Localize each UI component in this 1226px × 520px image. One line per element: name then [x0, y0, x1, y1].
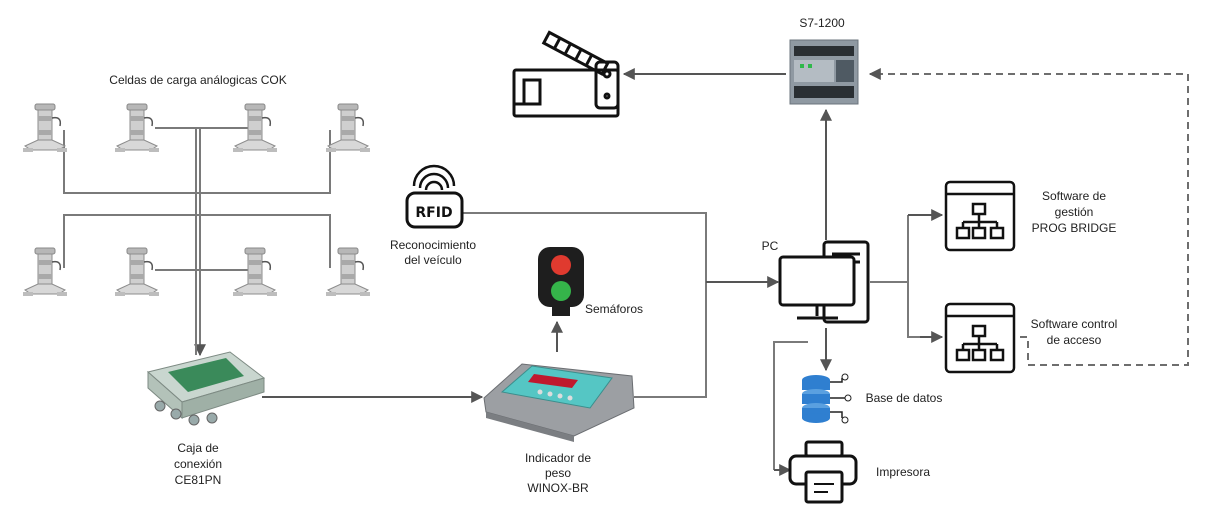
software-access-line2: de acceso [1047, 333, 1102, 347]
rfid-icon-text: RFID [415, 205, 452, 221]
load-cells-label: Celdas de carga análogicas COK [109, 73, 286, 87]
rfid-label-line2: del veículo [404, 253, 462, 267]
database-label: Base de datos [866, 391, 943, 405]
barrier-gate-icon [512, 30, 620, 118]
load-cell-icon [22, 103, 68, 153]
pc-icon [778, 240, 870, 324]
printer-icon [788, 440, 858, 504]
junction-label-line2: conexión [174, 457, 222, 471]
weight-indicator-icon [483, 363, 635, 442]
database-icon [802, 373, 852, 424]
load-cell-icon [325, 247, 371, 297]
load-cell-icon [114, 103, 160, 153]
software-mgmt-line1: Software de [1042, 189, 1106, 203]
software-window-icon [944, 302, 1016, 374]
wire-pc-printer [773, 341, 808, 470]
pc-label: PC [762, 239, 779, 253]
load-cell-icon [232, 247, 278, 297]
rfid-label-line1: Reconocimiento [390, 238, 476, 252]
junction-box-icon [146, 351, 266, 426]
load-cell-icon [325, 103, 371, 153]
traffic-light-label: Semáforos [585, 302, 643, 316]
load-cell-icon [114, 247, 160, 297]
indicator-label-line2: peso [545, 466, 571, 480]
software-access-line1: Software control [1031, 317, 1118, 331]
software-window-icon [944, 180, 1016, 252]
plc-icon [789, 39, 859, 105]
wire-pc-software [870, 215, 909, 283]
connection-lines [63, 68, 1189, 476]
junction-label-line3: CE81PN [175, 473, 222, 487]
software-mgmt-line3: PROG BRIDGE [1032, 221, 1117, 235]
traffic-light-icon [538, 247, 584, 316]
load-cell-icon [22, 247, 68, 297]
software-mgmt-line2: gestión [1055, 205, 1094, 219]
rfid-icon: RFID [405, 164, 464, 229]
plc-label: S7-1200 [799, 16, 845, 30]
wire-indicator-pc [462, 212, 707, 398]
wire-pc-access [907, 282, 942, 338]
junction-label-line1: Caja de [177, 441, 219, 455]
wire-access-plc-dashed [868, 68, 1189, 366]
indicator-label-line1: Indicador de [525, 451, 591, 465]
printer-label: Impresora [876, 465, 930, 479]
indicator-label-line3: WINOX-BR [527, 481, 589, 495]
